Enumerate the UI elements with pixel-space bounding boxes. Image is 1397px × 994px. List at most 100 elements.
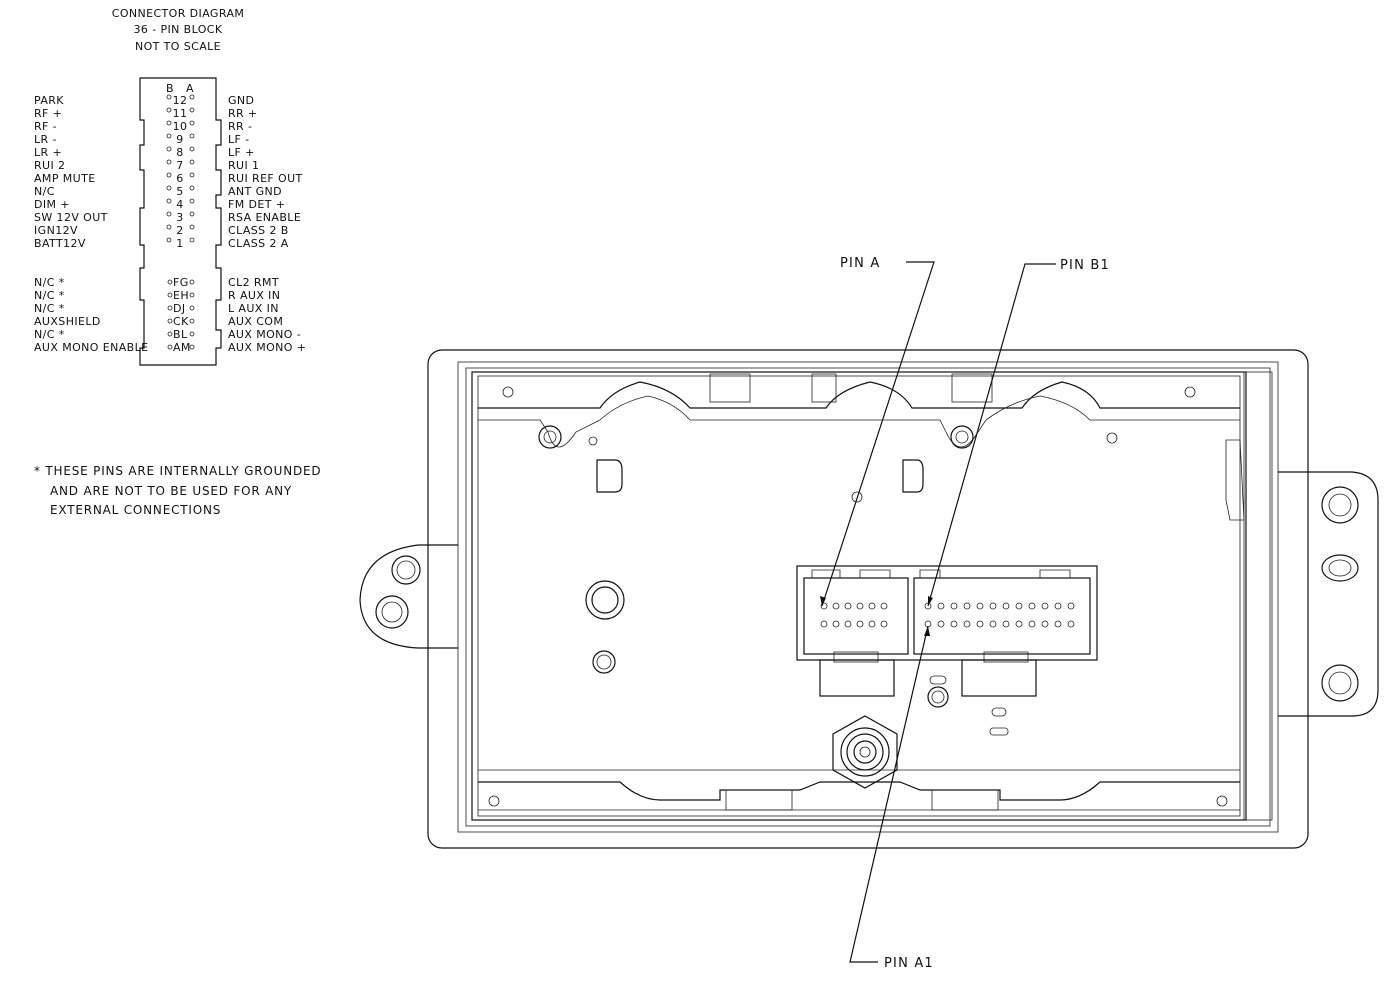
right-pin-label: RSA ENABLE: [228, 211, 301, 224]
connector-tab-right: [961, 659, 1037, 697]
pin-number: 12: [173, 94, 188, 107]
top-clip-1: [709, 373, 751, 403]
right-pin-label: RR -: [228, 120, 252, 133]
pin-letters: DJ: [173, 302, 186, 315]
pin-number: 2: [176, 224, 183, 237]
pin-number: 6: [176, 172, 183, 185]
right-pin-label: RR +: [228, 107, 258, 120]
right-pin-label: ANT GND: [228, 185, 282, 198]
left-pin-label: PARK: [34, 94, 64, 107]
pin-b-dot: [167, 344, 173, 350]
pin-a-arrowhead: [820, 596, 826, 606]
connector-pin: [1041, 620, 1049, 628]
screw-boss-left-inner: [543, 430, 557, 444]
right-ear-hole-3: [1321, 664, 1359, 702]
stud-large-inner: [591, 586, 619, 614]
pin-row: DIM + 4 FM DET +: [34, 198, 285, 211]
small-hole-1: [588, 436, 598, 446]
bottom-rail-lower: [478, 769, 1240, 811]
connector-pin: [880, 620, 888, 628]
pin-number: 7: [176, 159, 183, 172]
right-pin-label: GND: [228, 94, 254, 107]
pin-row: AUX MONO ENABLE AM AUX MONO +: [34, 341, 306, 354]
pin-a1-arrowhead: [924, 626, 930, 636]
right-pin-label: L AUX IN: [228, 302, 279, 315]
pin-letters: BL: [173, 328, 188, 341]
antenna-ring-mid: [846, 733, 884, 771]
connector-pin: [976, 620, 984, 628]
connector-pin: [937, 620, 945, 628]
connector-pin: [1041, 602, 1049, 610]
pin-a-dot: [189, 237, 195, 243]
connector-key-left: [833, 651, 879, 663]
right-side-rail: [1243, 371, 1273, 821]
left-pin-label: BATT12V: [34, 237, 86, 250]
left-pin-label: N/C *: [34, 276, 65, 289]
chassis-body-inner: [477, 375, 1241, 817]
pin-b-dot: [167, 292, 173, 298]
bottom-clip-2: [931, 789, 999, 811]
connector-pin: [950, 620, 958, 628]
left-pin-label: N/C *: [34, 289, 65, 302]
connector-pin: [868, 620, 876, 628]
pin-b-dot: [167, 331, 173, 337]
pin-a-dot: [189, 146, 195, 152]
connector-pin: [844, 620, 852, 628]
pin-a-dot: [189, 211, 195, 217]
left-pin-label: AUX MONO ENABLE: [34, 341, 148, 354]
right-pin-label: AUX COM: [228, 315, 283, 328]
left-pin-label: LR -: [34, 133, 57, 146]
connector-pin: [1067, 602, 1075, 610]
stud-slot: [929, 675, 947, 685]
pin-b-dot: [167, 305, 173, 311]
pin-row: N/C * DJ L AUX IN: [34, 302, 279, 315]
pin-number: 5: [176, 185, 183, 198]
note-line-2: AND ARE NOT TO BE USED FOR ANY: [50, 484, 292, 498]
left-pin-label: SW 12V OUT: [34, 211, 108, 224]
left-pin-label: N/C *: [34, 328, 65, 341]
screw-boss-right-inner: [955, 430, 969, 444]
pin-b-dot: [166, 198, 172, 204]
pin-row: RF + 11 RR +: [34, 107, 258, 120]
connector-tab-left: [819, 659, 895, 697]
pin-b1-leader: [927, 263, 1056, 607]
slot-1: [991, 707, 1007, 717]
connector-pin: [937, 602, 945, 610]
left-pin-label: LR +: [34, 146, 62, 159]
slot-2: [989, 727, 1009, 736]
connector-pin: [1028, 620, 1036, 628]
pin-letters: FG: [173, 276, 189, 289]
connector-pin: [1067, 620, 1075, 628]
pin-row: N/C * EH R AUX IN: [34, 289, 280, 302]
pin-row: N/C 5 ANT GND: [34, 185, 282, 198]
pin-a-dot: [189, 344, 195, 350]
title-line-1: CONNECTOR DIAGRAM: [112, 7, 245, 20]
left-mounting-ear: [359, 544, 458, 649]
connector-pin: [989, 602, 997, 610]
pin-row: AMP MUTE 6 RUI REF OUT: [34, 172, 302, 185]
small-hole-3: [851, 491, 863, 503]
connector-pin: [832, 620, 840, 628]
right-pin-label: AUX MONO +: [228, 341, 306, 354]
pin-number: 4: [176, 198, 183, 211]
antenna-ring-inner: [853, 740, 877, 764]
connector-pin: [1054, 602, 1062, 610]
pin-b-dot: [166, 120, 172, 126]
connector-pin: [868, 602, 876, 610]
right-ear-hole-1: [1321, 486, 1359, 524]
pin-row: RF - 10 RR -: [34, 120, 252, 133]
stud-small-inner: [596, 654, 612, 670]
connector-left-block: [803, 577, 909, 655]
pin-number: 1: [176, 237, 183, 250]
pin-b1-arrowhead: [928, 596, 933, 606]
diagram-title: CONNECTOR DIAGRAM 36 - PIN BLOCK NOT TO …: [112, 7, 245, 53]
left-pin-label: DIM +: [34, 198, 70, 211]
tab-right: [902, 459, 924, 493]
pin-a-dot: [189, 279, 195, 285]
pin-a-dot: [189, 120, 195, 126]
stud-large: [585, 580, 625, 620]
pin-a-dot: [189, 107, 195, 113]
pin-a-dot: [189, 172, 195, 178]
top-rail-hole-right: [1184, 386, 1196, 398]
pin-a-dot: [189, 318, 195, 324]
